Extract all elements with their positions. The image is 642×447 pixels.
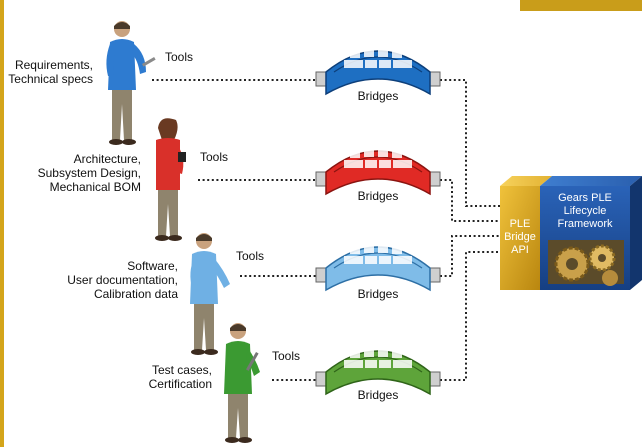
bridge-icon	[315, 239, 441, 292]
role-line: Certification	[148, 377, 212, 391]
frame-top-right-bar	[520, 0, 642, 11]
frame-left-bar	[0, 0, 4, 447]
role-line: Test cases,	[151, 363, 212, 377]
connector-api-row1	[440, 79, 500, 207]
bridge-icon	[315, 343, 441, 396]
tools-label-row3: Tools	[236, 249, 265, 263]
role-label-row1: Requirements, Technical specs	[0, 58, 93, 86]
tools-label-row4: Tools	[272, 349, 301, 363]
person-software-engineer	[190, 233, 230, 355]
bridge-icon	[315, 143, 441, 196]
ple-framework-box	[500, 176, 642, 290]
bridge-icon	[315, 43, 441, 96]
framework-line: Lifecycle	[563, 205, 607, 217]
role-line: Architecture,	[73, 152, 141, 166]
connector-api-row4	[440, 251, 500, 381]
role-label-row2: Architecture, Subsystem Design, Mechanic…	[0, 152, 141, 194]
api-line: API	[511, 244, 529, 256]
person-architect	[155, 118, 186, 241]
tools-label-row1: Tools	[165, 50, 194, 64]
api-connectors	[440, 79, 500, 381]
role-line: Subsystem Design,	[37, 166, 141, 180]
connector-api-row3	[440, 235, 500, 277]
bridges-label-row2: Bridges	[357, 189, 399, 203]
gears-image	[548, 240, 624, 286]
role-line: Requirements,	[14, 58, 93, 72]
tool-connectors	[152, 79, 316, 381]
bridges-label-row4: Bridges	[357, 388, 399, 402]
bridges-label-row1: Bridges	[357, 89, 399, 103]
api-line: PLE	[509, 218, 531, 230]
bridges-label-row3: Bridges	[357, 287, 399, 301]
person-requirements-engineer	[106, 21, 156, 145]
person-test-engineer	[224, 323, 260, 443]
tools-label-row2: Tools	[200, 150, 229, 164]
api-line: Bridge	[504, 231, 536, 243]
bridge-row4	[315, 343, 441, 396]
framework-line: Framework	[557, 218, 613, 230]
ple-bridge-api-label: PLE Bridge API	[500, 218, 540, 257]
role-line: Mechanical BOM	[49, 180, 141, 194]
framework-line: Gears PLE	[558, 192, 612, 204]
role-label-row4: Test cases, Certification	[0, 363, 212, 391]
role-line: Software,	[127, 259, 178, 273]
framework-label: Gears PLE Lifecycle Framework	[540, 192, 630, 231]
bridge-row3	[315, 239, 441, 292]
connector-api-row2	[440, 179, 500, 222]
role-label-row3: Software, User documentation, Calibratio…	[0, 259, 178, 301]
bridge-row1	[315, 43, 441, 96]
bridge-row2	[315, 143, 441, 196]
role-line: User documentation,	[67, 273, 178, 287]
role-line: Calibration data	[93, 287, 178, 301]
role-line: Technical specs	[8, 72, 93, 86]
